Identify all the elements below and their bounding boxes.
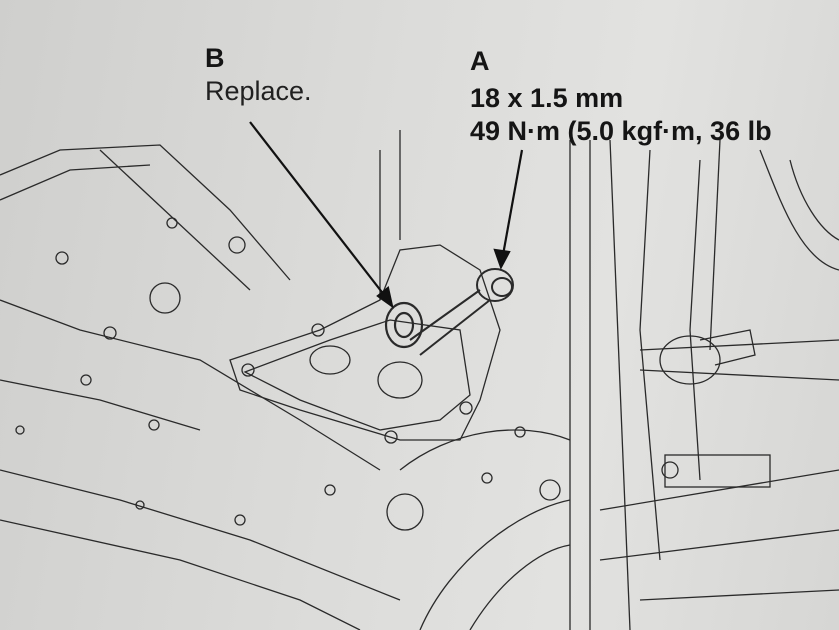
holes: [15, 217, 679, 531]
callout-a-size: 18 x 1.5 mm: [470, 83, 624, 113]
callout-a-torque: 49 N·m (5.0 kgf·m, 36 lb: [470, 116, 772, 146]
callout-b-letter: B: [205, 43, 225, 73]
chassis-lines: [0, 130, 839, 630]
leader-arrows: [249, 121, 524, 309]
right-component: [659, 329, 771, 488]
washer-b: [384, 301, 424, 349]
callout-b-note: Replace.: [205, 76, 312, 106]
mount-bracket: [229, 244, 501, 441]
callout-a-letter: A: [470, 46, 490, 76]
